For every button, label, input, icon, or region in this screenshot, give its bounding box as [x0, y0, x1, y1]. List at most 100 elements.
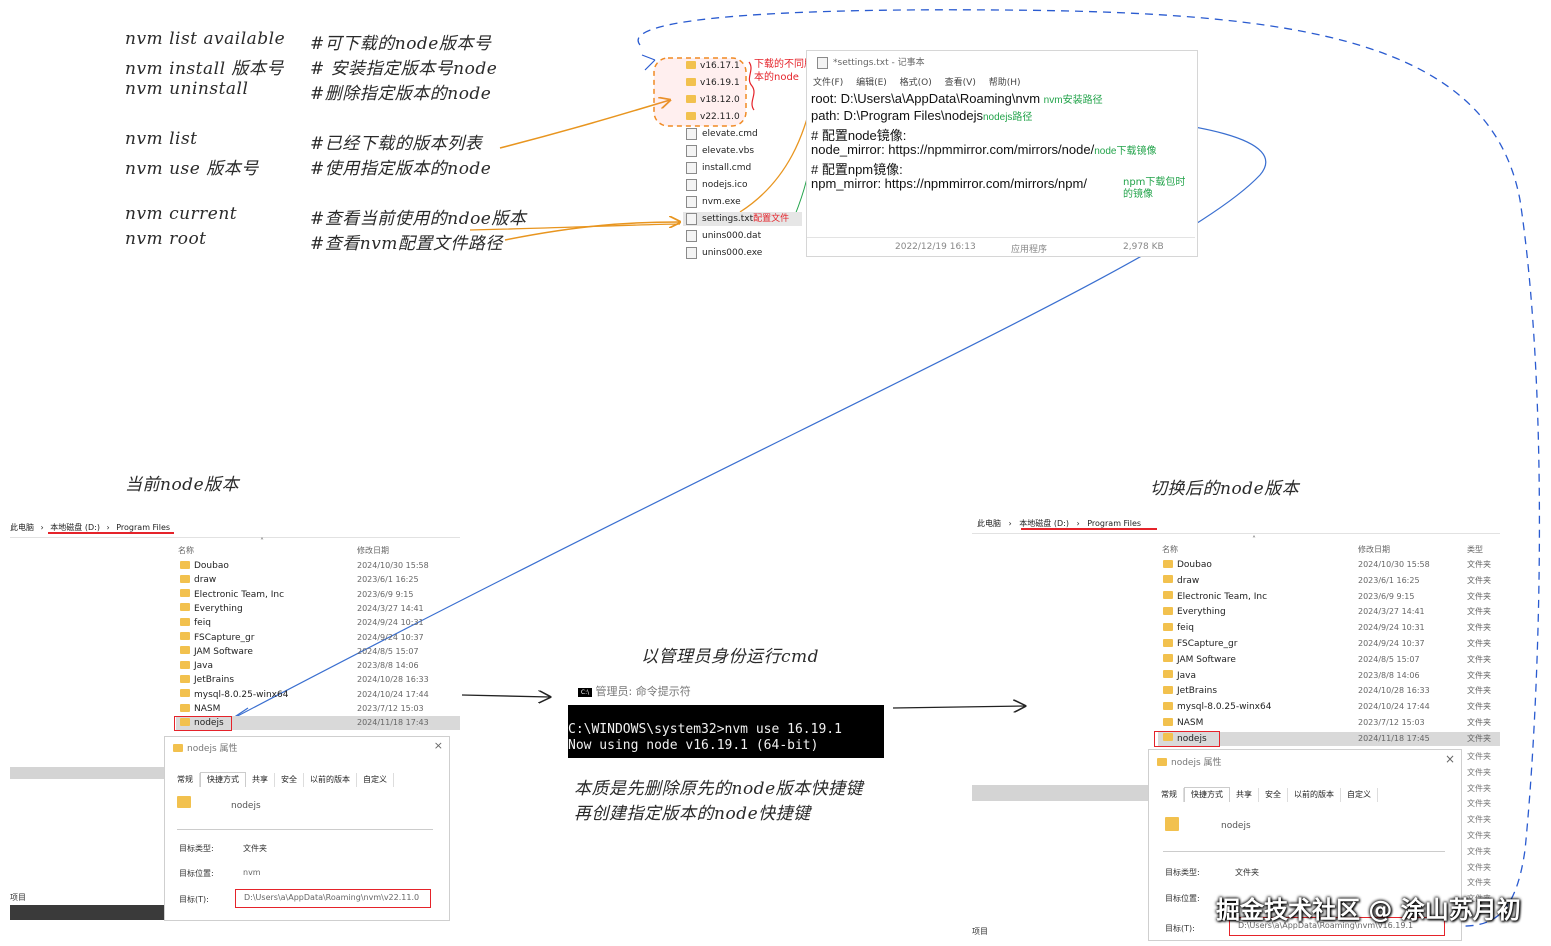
settings-line[interactable]: npm_mirror: https://npmmirror.com/mirror…: [811, 176, 1087, 191]
menu-file[interactable]: 文件(F): [813, 78, 844, 88]
file-item-settings[interactable]: settings.txt配置文件: [683, 212, 802, 226]
row-date: 2024/10/28 16:33: [1358, 686, 1430, 696]
folder-icon: [686, 60, 696, 69]
close-icon[interactable]: ×: [433, 739, 443, 752]
menu-edit[interactable]: 编辑(E): [856, 78, 887, 88]
close-icon[interactable]: ×: [1444, 752, 1455, 766]
settings-line[interactable]: root: D:\Users\a\AppData\Roaming\nvm nvm…: [811, 91, 1103, 106]
row-name: feiq: [1177, 623, 1194, 634]
row-type: 文件夹: [1467, 654, 1491, 664]
tab-shortcut[interactable]: 快捷方式: [1184, 787, 1230, 802]
row-name: feiq: [194, 618, 211, 629]
col-date[interactable]: 修改日期: [357, 546, 389, 555]
settings-line[interactable]: path: D:\Program Files\nodejsnodejs路径: [811, 108, 1033, 123]
target-type: 文件夹: [1235, 868, 1259, 877]
menu-view[interactable]: 查看(V): [944, 78, 976, 88]
cmd-line: Now using node v16.19.1 (64-bit): [568, 738, 819, 753]
target-field[interactable]: D:\Users\a\AppData\Roaming\nvm\v16.19.1: [1229, 917, 1445, 936]
breadcrumb: 此电脑 › 本地磁盘 (D:) › Program Files: [977, 519, 1142, 528]
row-date: 2023/6/1 16:25: [1358, 575, 1420, 585]
row-name: draw: [1177, 575, 1200, 586]
tab-security[interactable]: 安全: [275, 773, 304, 787]
file-item[interactable]: unins000.exe: [686, 246, 762, 260]
target-value: D:\Users\a\AppData\Roaming\nvm\v16.19.1: [1238, 921, 1414, 930]
shortcut-folder-icon: [1165, 814, 1183, 833]
file-item[interactable]: elevate.vbs: [686, 144, 754, 158]
table-row[interactable]: Java 2023/8/8 14:06: [180, 659, 460, 673]
row-name: JetBrains: [194, 675, 235, 686]
tab-share[interactable]: 共享: [1230, 788, 1259, 802]
tab-customize[interactable]: 自定义: [357, 773, 394, 787]
version-folder[interactable]: v16.19.1: [686, 76, 740, 90]
tab-shortcut[interactable]: 快捷方式: [200, 772, 246, 787]
version-folder[interactable]: v16.17.1: [686, 59, 740, 73]
file-item[interactable]: elevate.cmd: [686, 127, 758, 141]
tab-security[interactable]: 安全: [1259, 788, 1288, 802]
version-folder[interactable]: v18.12.0: [686, 93, 740, 107]
file-icon: [686, 195, 697, 208]
file-item[interactable]: install.cmd: [686, 161, 751, 175]
col-name[interactable]: 名称: [1162, 545, 1178, 554]
file-item[interactable]: unins000.dat: [686, 229, 761, 243]
file-item[interactable]: nodejs.ico: [686, 178, 747, 192]
version-folder[interactable]: v22.11.0: [686, 110, 740, 124]
cmd-label: nvm list available: [125, 29, 286, 49]
settings-line[interactable]: node_mirror: https://npmmirror.com/mirro…: [811, 142, 1157, 157]
col-name[interactable]: 名称: [178, 546, 194, 555]
settings-line[interactable]: # 配置node镜像:: [811, 128, 907, 143]
col-type[interactable]: 类型: [1467, 545, 1483, 554]
folder-icon: [1163, 606, 1173, 615]
tab-general[interactable]: 常规: [1155, 788, 1184, 802]
row-date: 2023/7/12 15:03: [1358, 718, 1425, 727]
npm-mirror-note: npm下载包时的镜像: [1123, 177, 1186, 200]
row-type: 文件夹: [1467, 718, 1491, 727]
menu-format[interactable]: 格式(O): [899, 78, 932, 88]
tab-share[interactable]: 共享: [246, 773, 275, 787]
tab-previous-versions[interactable]: 以前的版本: [1288, 788, 1341, 802]
folder-icon: [1163, 733, 1173, 742]
shortcut-name[interactable]: nodejs: [231, 801, 261, 811]
cmd-label: nvm install 版本号: [125, 59, 284, 79]
row-name: FSCapture_gr: [194, 632, 255, 643]
cmd-console[interactable]: C:\WINDOWS\system32>nvm use 16.19.1 Now …: [568, 705, 884, 758]
row-name: Java: [194, 661, 214, 672]
tab-general[interactable]: 常规: [171, 773, 200, 787]
shortcut-name[interactable]: nodejs: [1221, 821, 1251, 831]
folder-icon: [1163, 685, 1173, 694]
tab-previous-versions[interactable]: 以前的版本: [304, 773, 357, 787]
file-item[interactable]: nvm.exe: [686, 195, 741, 209]
settings-line[interactable]: # 配置npm镜像:: [811, 162, 903, 177]
col-date[interactable]: 修改日期: [1358, 545, 1390, 554]
menu-help[interactable]: 帮助(H): [988, 78, 1021, 88]
cmd-desc: #可下载的node版本号: [310, 34, 492, 54]
tab-customize[interactable]: 自定义: [1341, 788, 1378, 802]
folder-icon: [686, 77, 696, 86]
row-date: 2023/8/8 14:06: [357, 661, 419, 671]
folder-icon: [180, 660, 190, 669]
target-field[interactable]: D:\Users\a\AppData\Roaming\nvm\v22.11.0: [235, 889, 431, 908]
file-icon: [686, 229, 697, 242]
